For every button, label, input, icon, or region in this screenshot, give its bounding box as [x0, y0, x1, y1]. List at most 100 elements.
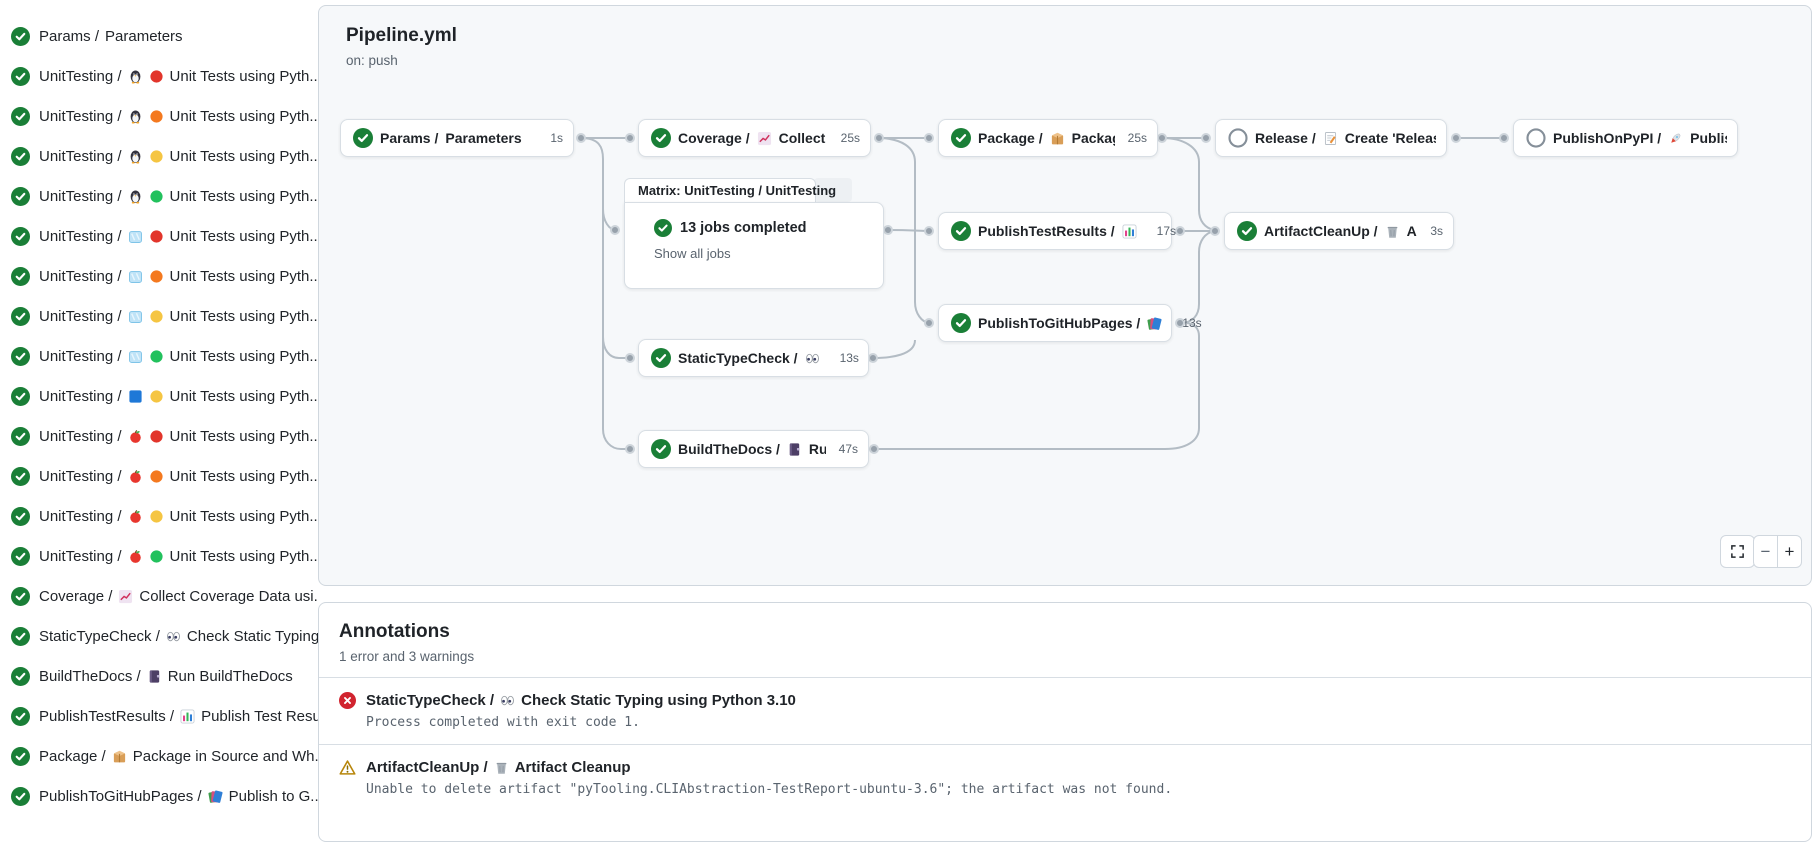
sidebar-item[interactable]: UnitTesting /Unit Tests using Pyth...: [0, 416, 318, 456]
node-release[interactable]: Release /Create 'Release P...: [1215, 119, 1447, 157]
orange-dot-icon: [149, 469, 164, 484]
node-duration: 1s: [550, 131, 563, 145]
sidebar-item[interactable]: UnitTesting /Unit Tests using Pyth...: [0, 456, 318, 496]
step-name: Unit Tests using Pyth...: [169, 507, 318, 525]
step-name: Unit Tests using Pyth...: [169, 547, 318, 565]
status-success-icon: [11, 786, 30, 806]
job-name: ArtifactCleanUp /: [1264, 223, 1378, 239]
job-name: UnitTesting /: [39, 547, 122, 565]
sidebar-item[interactable]: UnitTesting /Unit Tests using Pyth...: [0, 296, 318, 336]
sidebar-item[interactable]: UnitTesting /Unit Tests using Pyth...: [0, 96, 318, 136]
node-publishonpypi[interactable]: PublishOnPyPI /Publish to ...: [1513, 119, 1738, 157]
books-icon: [1147, 316, 1162, 331]
status-success-icon: [11, 386, 30, 406]
annotation-title[interactable]: StaticTypeCheck /Check Static Typing usi…: [366, 692, 796, 709]
show-all-jobs-link[interactable]: Show all jobs: [654, 246, 731, 261]
sidebar-item[interactable]: UnitTesting /Unit Tests using Pyth...: [0, 256, 318, 296]
ice-cube-icon: [128, 229, 143, 244]
sidebar-item[interactable]: UnitTesting /Unit Tests using Pyth...: [0, 216, 318, 256]
job-name: PublishToGitHubPages /: [978, 315, 1141, 331]
job-name: PublishOnPyPI /: [1553, 130, 1662, 146]
job-name: BuildTheDocs /: [678, 441, 780, 457]
sidebar-item[interactable]: Package /Package in Source and Wh...: [0, 736, 318, 776]
annotations-summary: 1 error and 3 warnings: [339, 649, 475, 664]
job-name: PublishToGitHubPages /: [39, 787, 202, 805]
node-statictypecheck[interactable]: StaticTypeCheck /Chec...13s: [638, 339, 869, 377]
node-duration: 25s: [840, 131, 860, 145]
step-name: Run Buil...: [808, 441, 826, 457]
sidebar-item-label: Package /Package in Source and Wh...: [39, 748, 318, 765]
sidebar-item-label: PublishTestResults /Publish Test Resu...: [39, 708, 318, 725]
matrix-tab[interactable]: Matrix: UnitTesting / UnitTesting: [624, 178, 836, 203]
status-success-icon: [11, 146, 30, 166]
zoom-in-button[interactable]: +: [1777, 535, 1802, 568]
apple-icon: [128, 509, 143, 524]
step-name: Publish Test Resu...: [201, 707, 318, 725]
yellow-dot-icon: [149, 389, 164, 404]
pipeline-graph-panel: Pipeline.yml on: push: [318, 5, 1812, 586]
node-artifactcleanup[interactable]: ArtifactCleanUp /Artifac...3s: [1224, 212, 1454, 250]
sidebar-item[interactable]: Params /Parameters: [0, 16, 318, 56]
annotations-header: Annotations 1 error and 3 warnings: [319, 603, 1811, 677]
sidebar-item[interactable]: PublishTestResults /Publish Test Resu...: [0, 696, 318, 736]
red-dot-icon: [149, 429, 164, 444]
step-name: Unit Tests using Pyth...: [169, 467, 318, 485]
sidebar-item[interactable]: UnitTesting /Unit Tests using Pyth...: [0, 376, 318, 416]
sidebar-item-label: UnitTesting /Unit Tests using Pyth...: [39, 468, 318, 485]
barchart-icon: [1122, 223, 1137, 239]
sidebar-item-label: UnitTesting /Unit Tests using Pyth...: [39, 348, 318, 365]
sidebar-item[interactable]: UnitTesting /Unit Tests using Pyth...: [0, 136, 318, 176]
sidebar-item-label: StaticTypeCheck /Check Static Typing...: [39, 628, 318, 645]
status-skipped-icon: [1526, 128, 1546, 148]
sidebar-item[interactable]: Coverage /Collect Coverage Data usi...: [0, 576, 318, 616]
barchart-icon: [180, 708, 195, 724]
zoom-out-button[interactable]: −: [1753, 535, 1778, 568]
sidebar-item[interactable]: StaticTypeCheck /Check Static Typing...: [0, 616, 318, 656]
status-success-icon: [11, 106, 30, 126]
node-package[interactable]: Package /Package in So...25s: [938, 119, 1158, 157]
workflow-trigger: on: push: [346, 53, 398, 68]
sidebar-item-label: UnitTesting /Unit Tests using Pyth...: [39, 308, 318, 325]
node-buildthedocs[interactable]: BuildTheDocs /Run Buil...47s: [638, 430, 869, 468]
sidebar-item-label: UnitTesting /Unit Tests using Pyth...: [39, 428, 318, 445]
fullscreen-button[interactable]: [1720, 535, 1755, 568]
status-success-icon: [651, 348, 671, 368]
apple-icon: [128, 549, 143, 564]
status-success-icon: [11, 586, 30, 606]
notebook-icon: [147, 669, 162, 684]
ice-cube-icon: [128, 309, 143, 324]
annotation-title[interactable]: ArtifactCleanUp /Artifact Cleanup: [366, 759, 1172, 776]
sidebar-item[interactable]: UnitTesting / Unit Tests using Pyth...: [0, 536, 318, 576]
job-name: UnitTesting /: [39, 307, 122, 325]
warning-icon: [339, 759, 356, 776]
penguin-icon: [128, 109, 143, 124]
sidebar-item[interactable]: UnitTesting /Unit Tests using Pyth...: [0, 176, 318, 216]
node-publishtestresults[interactable]: PublishTestResults /Pu...17s: [938, 212, 1176, 250]
status-success-icon: [11, 306, 30, 326]
annotation-message: Unable to delete artifact "pyTooling.CLI…: [366, 782, 1173, 797]
sidebar-item-label: Params /Parameters: [39, 28, 183, 45]
job-name: BuildTheDocs /: [39, 667, 141, 685]
sidebar-item[interactable]: UnitTesting /Unit Tests using Pyth...: [0, 496, 318, 536]
status-success-icon: [11, 546, 30, 566]
node-publishtogithubpages[interactable]: PublishToGitHubPages /...13s: [938, 304, 1202, 342]
sidebar-item[interactable]: UnitTesting /Unit Tests using Pyth...: [0, 336, 318, 376]
red-dot-icon: [149, 229, 164, 244]
yellow-dot-icon: [149, 309, 164, 324]
sidebar-item[interactable]: BuildTheDocs /Run BuildTheDocs: [0, 656, 318, 696]
job-name: UnitTesting /: [39, 427, 122, 445]
status-success-icon: [11, 346, 30, 366]
eyes-icon: [805, 351, 820, 366]
node-coverage[interactable]: Coverage /Collect Cove...25s: [638, 119, 871, 157]
matrix-card[interactable]: 13 jobs completed Show all jobs: [624, 202, 884, 289]
job-name: PublishTestResults /: [978, 223, 1115, 239]
status-success-icon: [651, 128, 671, 148]
sidebar-item[interactable]: UnitTesting /Unit Tests using Pyth...: [0, 56, 318, 96]
yellow-dot-icon: [149, 149, 164, 164]
green-dot-icon: [149, 549, 164, 564]
status-success-icon: [11, 666, 30, 686]
status-success-icon: [951, 221, 971, 241]
sidebar-item[interactable]: PublishToGitHubPages /Publish to G...: [0, 776, 318, 816]
